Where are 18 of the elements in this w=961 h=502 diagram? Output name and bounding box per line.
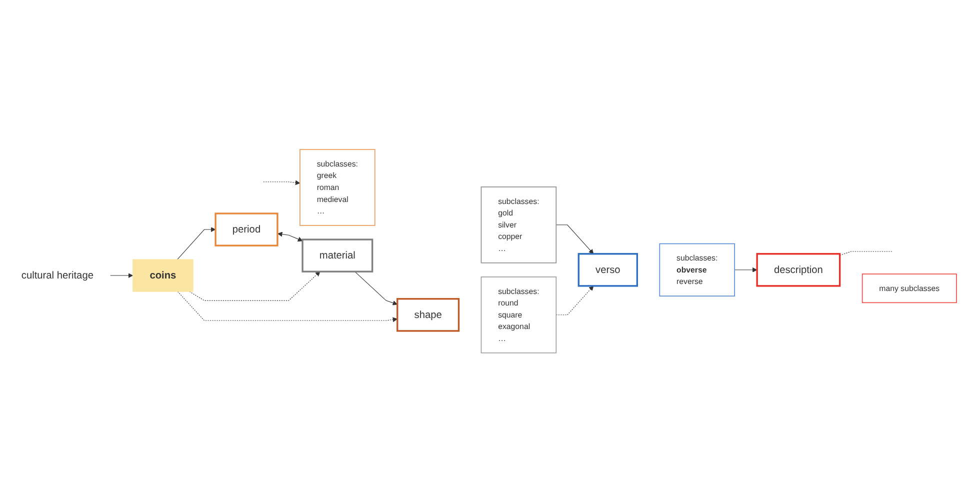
arrow: [177, 291, 398, 322]
node-box: material: [302, 238, 374, 272]
node-box: coins: [132, 259, 194, 292]
arrow: [556, 286, 594, 315]
arrow: [556, 224, 594, 254]
arrow: [354, 271, 398, 306]
arrow: [189, 271, 320, 301]
node-box: description: [756, 252, 841, 287]
node-box: shape: [396, 298, 460, 332]
connector: [840, 251, 893, 256]
node-text: cultural heritage: [21, 269, 94, 281]
arrow: [263, 180, 300, 185]
arrow: [734, 267, 758, 272]
arrow: [177, 226, 216, 260]
arrow: [277, 232, 303, 242]
node-box: period: [214, 212, 278, 246]
node-box: verso: [578, 252, 638, 287]
arrow: [110, 272, 134, 278]
